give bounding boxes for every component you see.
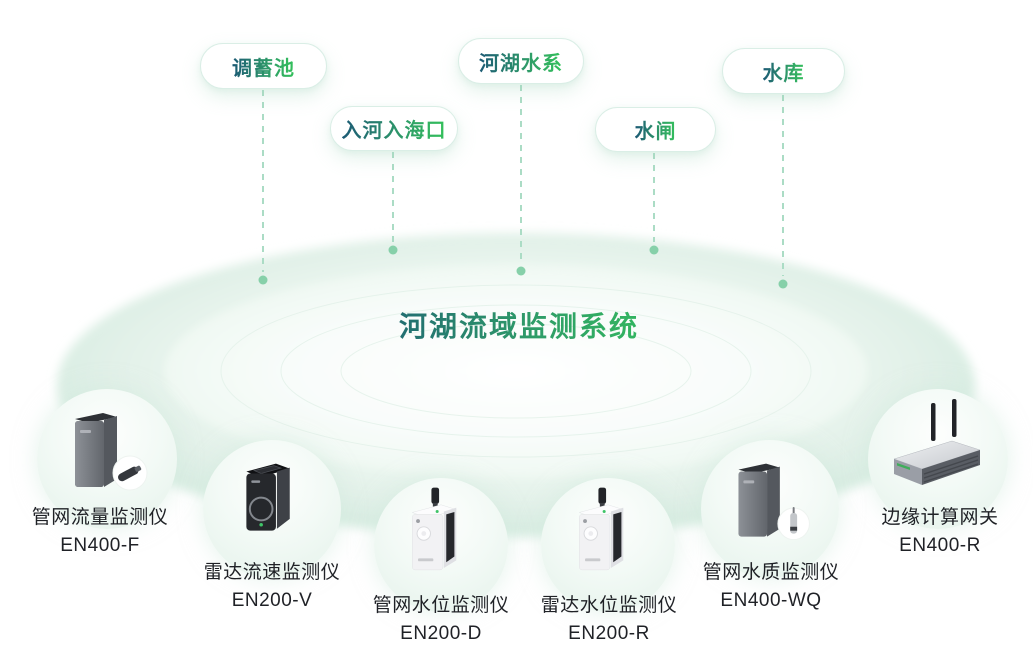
device-radar-level-monitor	[541, 478, 675, 612]
device-pipe-level-monitor	[374, 478, 508, 612]
device-name: 管网流量监测仪	[31, 507, 169, 528]
pill-sluice-gate: 水闸	[595, 107, 716, 152]
pill-reservoir-label: 水库	[763, 57, 805, 86]
radar-level-monitor-illustration	[578, 487, 625, 571]
system-title: 河湖流域监测系统	[339, 305, 699, 345]
device-water-quality-monitor	[701, 440, 839, 578]
pill-storage-pond: 调蓄池	[200, 43, 327, 89]
device-model: EN400-F	[60, 535, 140, 556]
device-label-radar-velocity-monitor: 雷达流速监测仪 EN200-V	[172, 559, 372, 615]
device-edge-gateway	[868, 389, 1008, 529]
device-label-water-quality-monitor: 管网水质监测仪 EN400-WQ	[671, 559, 871, 615]
water-quality-monitor-illustration	[738, 463, 810, 541]
connector-lines	[262, 85, 784, 276]
pill-river-lake-system: 河湖水系	[458, 38, 584, 84]
device-radar-velocity-monitor	[203, 440, 341, 578]
device-name: 管网水位监测仪	[372, 595, 510, 616]
device-model: EN400-WQ	[720, 590, 822, 611]
device-name: 边缘计算网关	[881, 507, 999, 528]
pill-river-lake-system-label: 河湖水系	[479, 47, 563, 76]
device-name: 雷达流速监测仪	[203, 562, 341, 583]
pill-river-estuary-label: 入河入海口	[342, 114, 447, 143]
device-name: 管网水质监测仪	[702, 562, 840, 583]
pill-reservoir: 水库	[722, 48, 845, 94]
pipe-flow-monitor-illustration	[75, 413, 148, 491]
device-label-edge-gateway: 边缘计算网关 EN400-R	[840, 504, 1033, 560]
pill-river-estuary: 入河入海口	[330, 106, 458, 151]
device-pipe-flow-monitor	[37, 389, 177, 529]
ripple-rings	[220, 284, 812, 458]
connector-dots	[258, 245, 788, 289]
pipe-level-monitor-illustration	[411, 487, 458, 571]
device-label-radar-level-monitor: 雷达水位监测仪 EN200-R	[509, 592, 709, 648]
edge-gateway-illustration	[893, 399, 981, 485]
device-model: EN200-V	[231, 590, 313, 611]
device-name: 雷达水位监测仪	[540, 595, 678, 616]
radar-velocity-monitor-illustration	[246, 463, 290, 531]
device-label-pipe-level-monitor: 管网水位监测仪 EN200-D	[341, 592, 541, 648]
device-model: EN400-R	[899, 535, 981, 556]
pill-storage-pond-label: 调蓄池	[232, 52, 295, 81]
device-model: EN200-R	[568, 623, 650, 644]
device-label-pipe-flow-monitor: 管网流量监测仪 EN400-F	[0, 504, 200, 560]
device-model: EN200-D	[400, 623, 482, 644]
pill-sluice-gate-label: 水闸	[635, 115, 677, 144]
pool-inner-ellipse	[165, 265, 867, 477]
